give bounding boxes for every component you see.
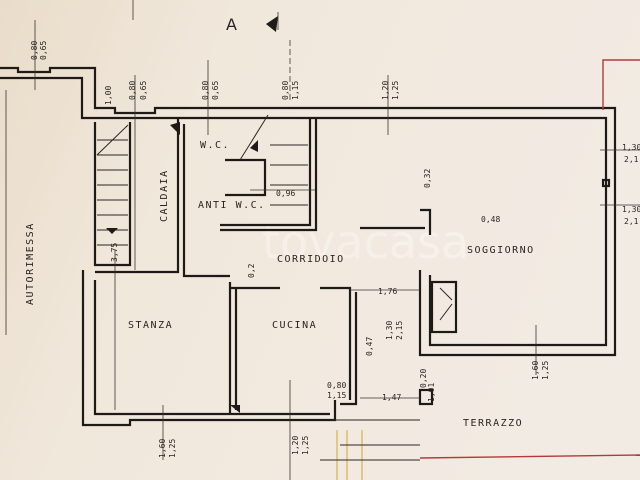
dim-label: 1,76: [378, 287, 397, 296]
dim-label: 0,47: [365, 337, 374, 356]
dim-label: 3,75: [110, 243, 119, 262]
dim-label: 1,30: [622, 205, 640, 214]
dim-label: 2,1: [624, 155, 639, 164]
room-label-caldaia: CALDAIA: [159, 169, 170, 222]
dim-label: 1,20: [291, 436, 300, 455]
dim-label: 1,20: [381, 81, 390, 100]
walls: [0, 66, 617, 427]
room-label-autorimessa: AUTORIMESSA: [25, 222, 36, 305]
room-label-stanza: STANZA: [128, 320, 173, 331]
section-marker: A: [226, 12, 291, 100]
dim-label: 0,20: [419, 369, 428, 388]
dim-label: 1,30: [385, 321, 394, 340]
entrance-steps: [320, 419, 420, 480]
room-label-anti-wc: ANTI W.C.: [198, 200, 266, 211]
dim-label: 2,1: [624, 217, 639, 226]
stair2-arrow-icon: [250, 140, 258, 152]
dim-label: 0,65: [211, 81, 220, 100]
kitchen-mark-icon: [230, 405, 240, 413]
dim-label: 1,60: [531, 361, 540, 380]
dim-label: 1,15: [291, 81, 300, 100]
room-label-cucina: CUCINA: [272, 320, 317, 331]
dim-label: 1,00: [104, 86, 113, 105]
dim-label: 1,15: [327, 391, 346, 400]
dim-label: 0,65: [139, 81, 148, 100]
dimension-lines: [5, 0, 640, 480]
room-label-wc: W.C.: [200, 140, 230, 151]
stair-arrow-icon: [106, 228, 118, 234]
dim-label: 0,48: [481, 215, 500, 224]
dim-label: 1,60: [158, 439, 167, 458]
section-arrow-icon: [266, 16, 278, 32]
dim-label: 0,65: [39, 41, 48, 60]
dim-label: 0,2: [247, 263, 256, 278]
dim-label: 1,25: [541, 361, 550, 380]
room-label-terrazzo: TERRAZZO: [463, 418, 523, 429]
dim-label: 1,30: [622, 143, 640, 152]
dim-label: 0,80: [201, 81, 210, 100]
room-label-soggiorno: SOGGIORNO: [467, 245, 535, 256]
property-line: [602, 59, 640, 110]
section-marker-label: A: [226, 15, 237, 34]
dim-label: 2,15: [395, 321, 404, 340]
terrace-edge-line: [419, 454, 640, 459]
dim-label: 1,47: [382, 393, 401, 402]
dim-label: 0,32: [423, 169, 432, 188]
dim-label: 1,01: [427, 383, 436, 402]
dim-label: 1,25: [391, 81, 400, 100]
dim-label: 0,80: [128, 81, 137, 100]
dim-label: 0,96: [276, 189, 295, 198]
dim-label: 0,80: [281, 81, 290, 100]
dimension-labels: 0,80 0,65 1,00 0,80 0,65 0,80 0,65 0,80 …: [30, 41, 640, 458]
dim-label: 0,80: [327, 381, 346, 390]
stairs: [96, 114, 453, 413]
room-label-corridoio: CORRIDOIO: [277, 254, 345, 265]
dim-label: 1,25: [168, 439, 177, 458]
dim-label: 1,25: [301, 436, 310, 455]
boiler-mark-icon: [170, 122, 180, 135]
dim-label: 0,80: [30, 41, 39, 60]
